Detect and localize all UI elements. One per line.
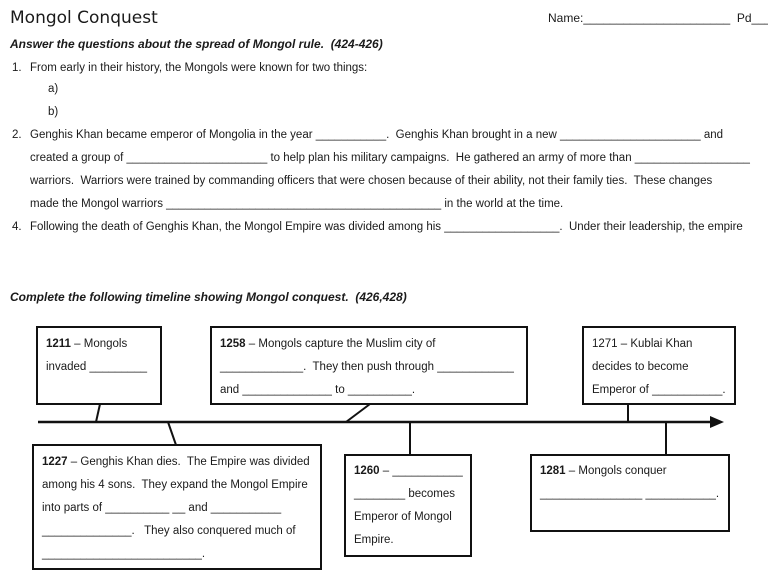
box-1260-line-1[interactable]: 1260 – ___________ xyxy=(354,465,463,477)
q2-line-2: created a group of _____________________… xyxy=(30,152,750,164)
section2-instruction: Complete the following timeline showing … xyxy=(10,290,407,304)
box-1281-line-1: 1281 – Mongols conquer xyxy=(540,465,667,477)
timeline-box-1281: 1281 – Mongols conquer ________________ … xyxy=(530,454,730,532)
box-1227-line-1: 1227 – Genghis Khan dies. The Empire was… xyxy=(42,456,310,468)
box-1227-line-2: among his 4 sons. They expand the Mongol… xyxy=(42,479,308,491)
box-1258-line-2[interactable]: _____________. They then push through __… xyxy=(220,361,514,373)
page-title: Mongol Conquest xyxy=(10,8,158,28)
box-1258-line-3[interactable]: and ______________ to __________. xyxy=(220,384,416,396)
box-1211-line-2[interactable]: invaded _________ xyxy=(46,361,148,373)
q1-text: From early in their history, the Mongols… xyxy=(30,62,368,74)
box-1227-line-3[interactable]: into parts of __________ __ and ________… xyxy=(42,502,282,514)
box-1227-line-4[interactable]: ______________. They also conquered much… xyxy=(42,525,296,537)
q2-line-4: made the Mongol warriors _______________… xyxy=(30,198,564,210)
timeline-box-1260: 1260 – ___________ ________ becomes Empe… xyxy=(344,454,472,557)
box-1211-line-1: 1211 – Mongols xyxy=(46,338,128,350)
q2-line-3: warriors. Warriors were trained by comma… xyxy=(30,175,713,187)
box-1271-line-3[interactable]: Emperor of ___________. xyxy=(592,384,726,396)
timeline-box-1258: 1258 – Mongols capture the Muslim city o… xyxy=(210,326,528,405)
q1-sub-b[interactable]: b) xyxy=(48,106,59,118)
q2-number: 2. xyxy=(12,129,22,141)
box-1260-line-3: Emperor of Mongol xyxy=(354,511,452,523)
box-1271-line-2: decides to become xyxy=(592,361,689,373)
timeline-box-1211: 1211 – Mongols invaded _________ xyxy=(36,326,162,405)
box-1260-line-4: Empire. xyxy=(354,534,394,546)
q1-number: 1. xyxy=(12,62,22,74)
box-1260-line-2[interactable]: ________ becomes xyxy=(354,488,456,500)
q3-text: Following the death of Genghis Khan, the… xyxy=(30,221,743,233)
box-1281-line-2[interactable]: ________________ ___________. xyxy=(540,488,720,500)
q3-number: 4. xyxy=(12,221,22,233)
name-period-field[interactable]: Name:______________________ Pd___ xyxy=(548,11,768,25)
timeline-box-1271: 1271 – Kublai Khan decides to become Emp… xyxy=(582,326,736,405)
timeline-box-1227: 1227 – Genghis Khan dies. The Empire was… xyxy=(32,444,322,570)
box-1227-line-5[interactable]: _________________________. xyxy=(42,548,206,560)
q2-line-1: Genghis Khan became emperor of Mongolia … xyxy=(30,129,724,141)
section1-instruction: Answer the questions about the spread of… xyxy=(10,37,383,51)
q1-sub-a[interactable]: a) xyxy=(48,83,59,95)
box-1271-line-1: 1271 – Kublai Khan xyxy=(592,338,693,350)
box-1258-line-1: 1258 – Mongols capture the Muslim city o… xyxy=(220,338,436,350)
